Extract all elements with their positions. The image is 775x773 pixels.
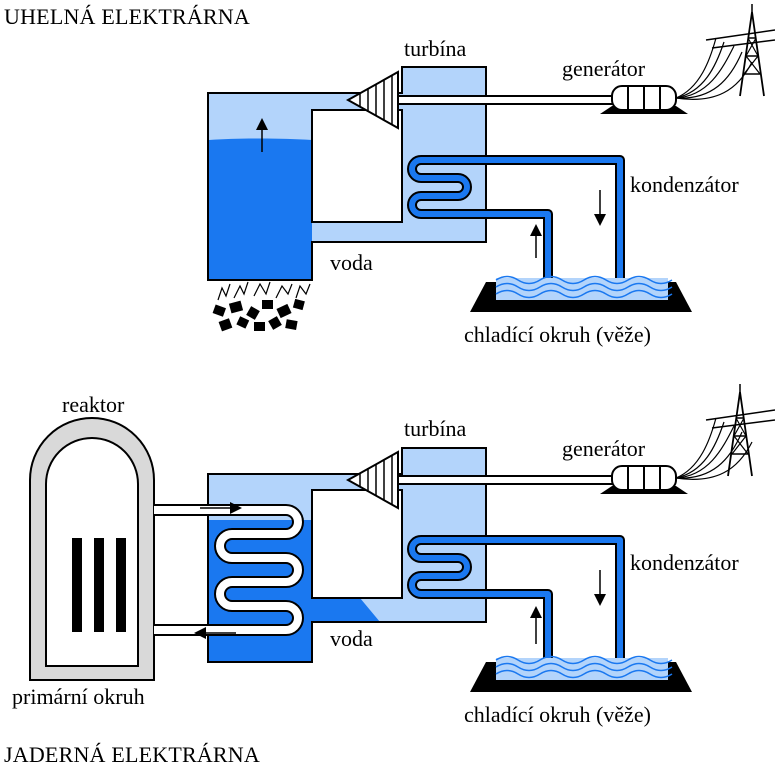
coal-steam-housing [207, 66, 487, 281]
primary-loop-label: primární okruh [12, 684, 145, 709]
coal-cooling-label: chladící okruh (věže) [464, 322, 651, 347]
coal-water-label: voda [330, 250, 373, 275]
nuclear-plant-title: JADERNÁ ELEKTRÁRNA [4, 742, 260, 767]
coal-cooling-pond [470, 275, 692, 312]
nuclear-plant: reaktor [4, 384, 775, 767]
coal-condenser-label: kondenzátor [630, 172, 739, 197]
nuclear-cooling-label: chladící okruh (věže) [464, 702, 651, 727]
reactor-label: reaktor [62, 392, 125, 417]
coal-turbine [345, 70, 399, 130]
primary-loop [154, 502, 304, 639]
nuclear-cooling-pond [470, 655, 692, 692]
nuclear-pylon [675, 384, 775, 480]
nuclear-generator-label: generátor [562, 436, 646, 461]
coal-turbine-label: turbína [404, 36, 467, 61]
coal-generator [600, 85, 688, 114]
coal-shaft [397, 95, 615, 105]
nuclear-shaft [397, 475, 615, 485]
fuel-rod [72, 538, 82, 632]
coal-generator-label: generátor [562, 56, 646, 81]
reactor-containment [29, 417, 155, 681]
nuclear-generator [600, 465, 688, 494]
coal-pylon [675, 4, 775, 100]
coal-fire [212, 281, 311, 332]
nuclear-condenser-label: kondenzátor [630, 550, 739, 575]
fuel-rod [116, 538, 126, 632]
fuel-rod [94, 538, 104, 632]
nuclear-water-label: voda [330, 626, 373, 651]
coal-plant-title: UHELNÁ ELEKTRÁRNA [4, 4, 250, 29]
nuclear-condenser-coil [407, 535, 625, 662]
nuclear-turbine-label: turbína [404, 416, 467, 441]
coal-plant: UHELNÁ ELEKTRÁRNA turbína [4, 4, 775, 347]
coal-condenser-coil [407, 155, 625, 282]
